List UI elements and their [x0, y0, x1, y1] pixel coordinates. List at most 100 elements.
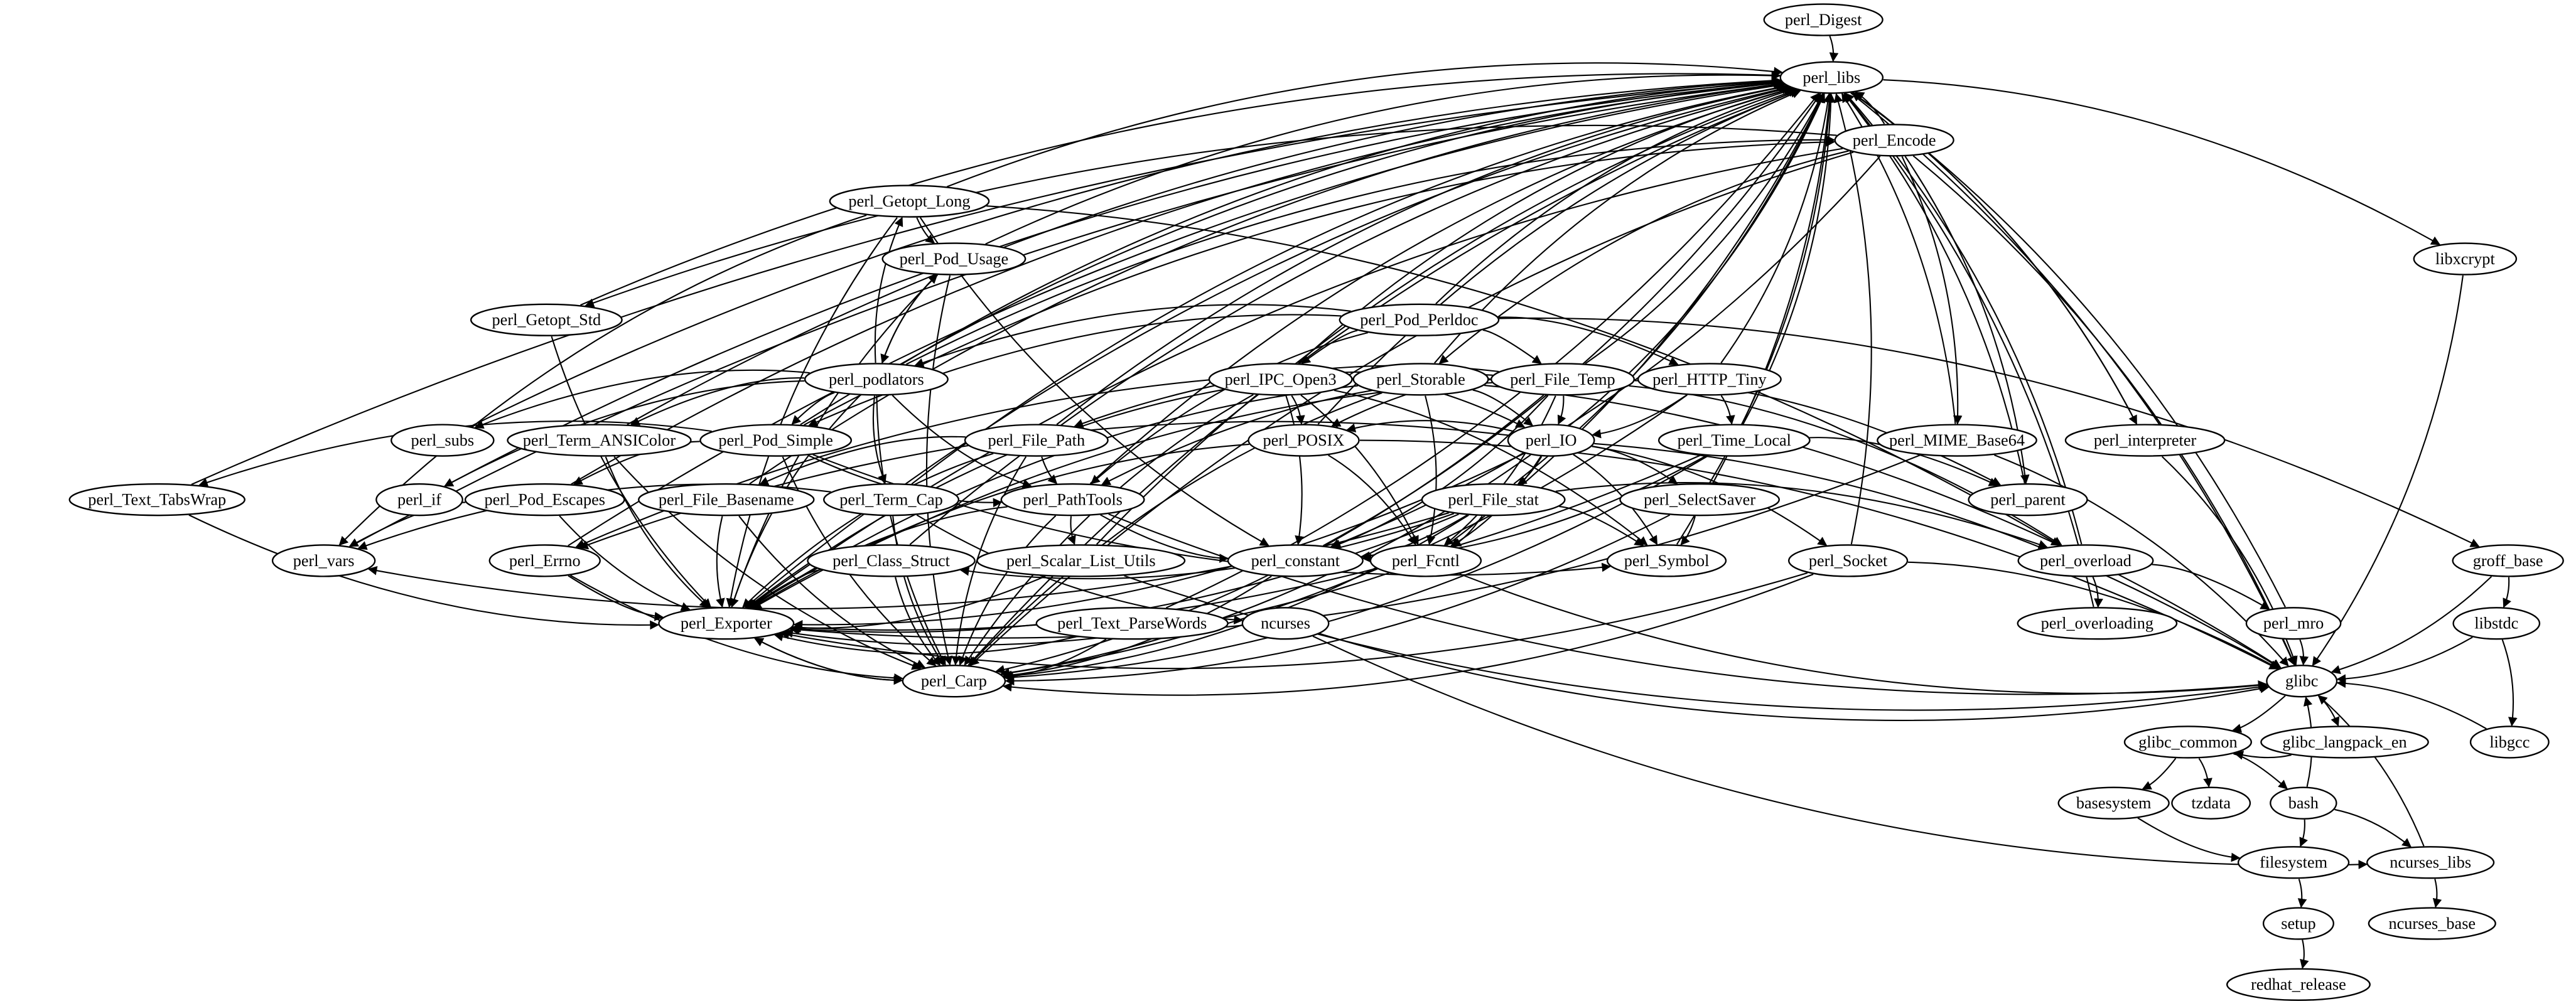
node-perl_vars: perl_vars [271, 544, 376, 577]
node-ellipse [658, 607, 795, 640]
node-ellipse [1035, 607, 1229, 640]
node-ellipse [638, 483, 815, 517]
node-label: perl_Pod_Simple [718, 431, 833, 449]
edge-bash-filesystem [2299, 819, 2309, 847]
edge-setup-redhat_release [2300, 939, 2309, 969]
node-ellipse [464, 483, 625, 517]
node-label: perl_Scalar_List_Utils [1006, 552, 1156, 570]
node-ellipse [1000, 483, 1145, 517]
edge-perl_HTTP_Tiny-perl_IO [1592, 394, 1688, 439]
node-label: glibc [2285, 672, 2319, 690]
node-label: perl_Term_Cap [839, 491, 942, 509]
node-perl_Term_Cap: perl_Term_Cap [823, 483, 960, 517]
node-label: groff_base [2473, 552, 2543, 570]
edge-perl_Carp-perl_Exporter [753, 638, 902, 682]
edge-perl_Class_Struct-perl_Carp [895, 577, 941, 666]
node-perl_Pod_Escapes: perl_Pod_Escapes [464, 483, 625, 517]
edge-perl_Digest-perl_libs [1829, 36, 1839, 62]
edge-filesystem-setup [2297, 879, 2307, 908]
node-ellipse [2245, 607, 2342, 640]
node-ellipse [1352, 363, 1489, 396]
node-ellipse [470, 303, 623, 336]
node-glibc_langpack_en: glibc_langpack_en [2260, 725, 2429, 759]
node-perl_IPC_Open3: perl_IPC_Open3 [1208, 363, 1353, 396]
edge-perl_File_stat-perl_constant [1360, 514, 1468, 561]
node-ellipse [2123, 725, 2252, 759]
edges-layer [188, 36, 2518, 969]
node-ellipse [2368, 907, 2496, 940]
edge-perl_Exporter-perl_libs [745, 84, 1791, 608]
node-perl_SelectSaver: perl_SelectSaver [1619, 483, 1780, 517]
edge-perl_File_Path-perl_libs [1056, 83, 1789, 426]
node-ellipse [1606, 544, 1727, 577]
edge-libstdc-glibc [2336, 636, 2473, 683]
node-perl_File_Path: perl_File_Path [964, 424, 1109, 457]
node-label: redhat_release [2251, 975, 2346, 993]
edge-perl_PathTools-perl_Scalar_List_Utils [1067, 516, 1076, 545]
node-perl_overload: perl_overload [2017, 544, 2154, 577]
node-libgcc: libgcc [2469, 725, 2550, 759]
edge-perl_IPC_Open3-perl_POSIX [1291, 395, 1305, 425]
node-perl_POSIX: perl_POSIX [1248, 424, 1360, 457]
edge-perl_Pod_Perldoc-perl_IPC_Open3 [1301, 329, 1358, 365]
node-ellipse [1619, 483, 1780, 517]
node-ellipse [391, 424, 495, 457]
edge-perl_Text_ParseWords-perl_Carp [1003, 638, 1107, 682]
node-label: perl_File_Path [988, 431, 1085, 449]
edge-bash-ncurses_libs [2334, 808, 2412, 848]
node-label: tzdata [2191, 794, 2231, 812]
edge-perl_SelectSaver-perl_Symbol [1680, 516, 1696, 546]
edge-perl_Socket-perl_libs [1834, 93, 1872, 545]
node-ellipse [1339, 303, 1500, 336]
node-label: perl_overloading [2041, 614, 2153, 633]
edge-libstdc-libgcc [2501, 639, 2518, 727]
node-perl_Term_ANSIColor: perl_Term_ANSIColor [507, 424, 692, 457]
node-ellipse [1208, 363, 1353, 396]
node-perl_constant: perl_constant [1227, 544, 1364, 577]
edge-perl_HTTP_Tiny-perl_libs [1720, 93, 1833, 363]
edge-ncurses_libs-ncurses_base [2432, 879, 2442, 908]
node-label: filesystem [2260, 854, 2328, 872]
edge-perl_Fcntl-perl_Exporter [784, 572, 1389, 646]
edge-perl_Time_Local-perl_Carp [1004, 455, 1709, 682]
node-label: perl_Symbol [1624, 552, 1710, 570]
node-ellipse [375, 483, 463, 517]
node-label: perl_if [397, 491, 441, 509]
edge-ncurses-glibc [1319, 633, 2270, 721]
edge-perl_Scalar_List_Utils-glibc [1124, 575, 2269, 711]
node-ellipse [823, 483, 960, 517]
edge-perl_File_Temp-perl_libs [1585, 93, 1824, 365]
edge-perl_Socket-perl_Exporter [780, 572, 1808, 670]
node-ellipse [804, 363, 949, 396]
edge-perl_Pod_Perldoc-perl_libs [1435, 87, 1796, 304]
edge-perl_podlators-perl_libs [902, 77, 1782, 365]
node-ellipse [1637, 363, 1782, 396]
node-perl_File_Basename: perl_File_Basename [638, 483, 815, 517]
node-ellipse [807, 544, 976, 577]
node-label: perl_Text_ParseWords [1057, 614, 1207, 633]
node-libstdc: libstdc [2452, 607, 2541, 640]
edge-groff_base-glibc [2331, 575, 2492, 674]
node-label: perl_Carp [921, 672, 987, 690]
node-glibc_common: glibc_common [2123, 725, 2252, 759]
edge-perl_Storable-perl_IO [1472, 389, 1534, 426]
node-bash: bash [2270, 786, 2337, 820]
edge-glibc_common-tzdata [2198, 757, 2212, 788]
node-label: ncurses_libs [2390, 854, 2471, 872]
node-ellipse [1421, 483, 1566, 517]
node-label: ncurses [1261, 614, 1310, 633]
edge-perl_IPC_Open3-perl_Fcntl [1300, 394, 1419, 545]
node-basesystem: basesystem [2057, 786, 2170, 820]
edge-perl_Storable-perl_Carp [968, 392, 1382, 666]
edge-perl_podlators-perl_Pod_Simple [791, 392, 835, 425]
node-label: perl_Pod_Usage [900, 250, 1009, 268]
edge-perl_podlators-perl_Getopt_Long [874, 217, 903, 363]
node-ellipse [2057, 786, 2170, 820]
node-redhat_release: redhat_release [2226, 968, 2371, 1001]
node-label: perl_interpreter [2094, 431, 2197, 449]
node-perl_Storable: perl_Storable [1352, 363, 1489, 396]
edge-perl_File_Temp-perl_IO [1557, 395, 1566, 425]
edge-perl_HTTP_Tiny-perl_Time_Local [1720, 395, 1735, 425]
node-tzdata: tzdata [2171, 786, 2251, 820]
edge-perl_File_Path-perl_File_Basename [759, 436, 966, 486]
